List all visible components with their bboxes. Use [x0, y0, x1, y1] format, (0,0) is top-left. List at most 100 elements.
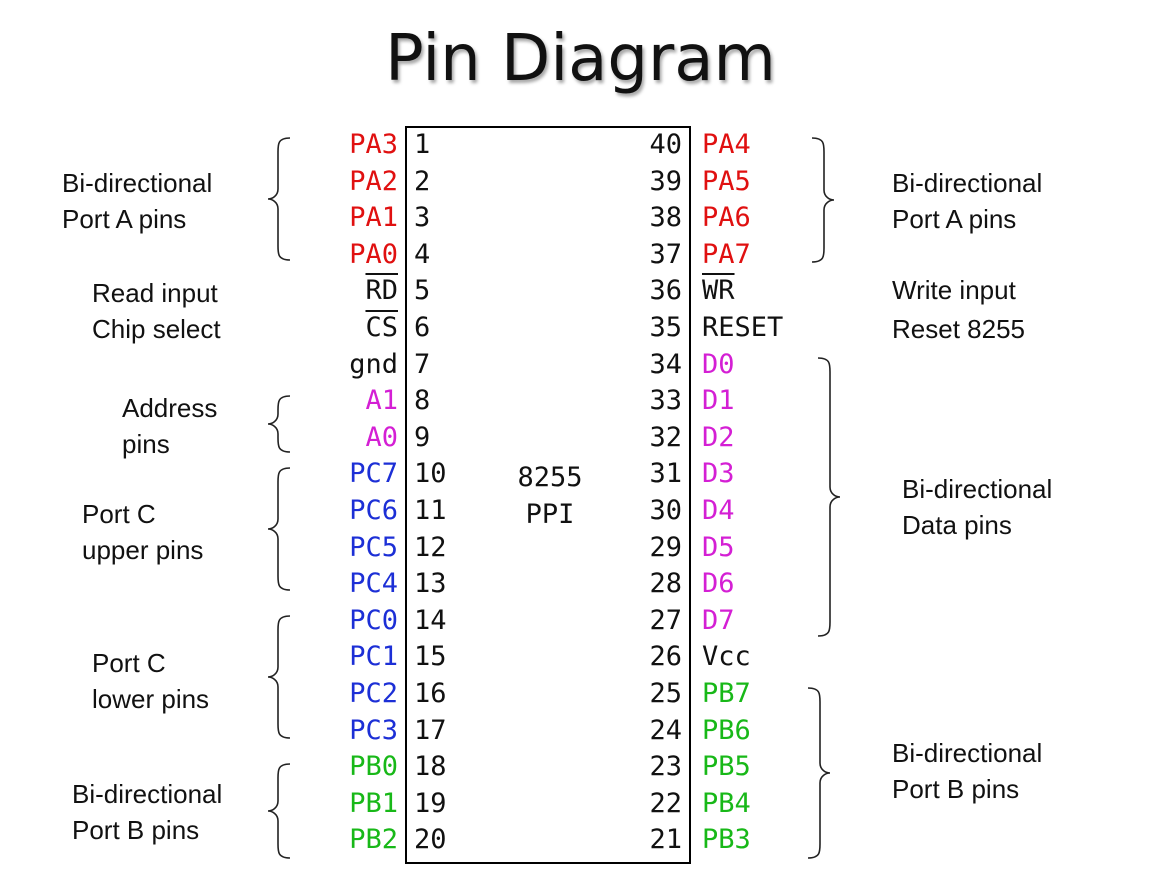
right-port-a-label-2: Port A pins [892, 204, 1017, 234]
right-port-b-label-2: Port B pins [892, 774, 1020, 804]
left-pin-num-pc3: 17 [414, 714, 447, 746]
right-pin-num-pb6: 24 [649, 714, 682, 746]
right-pin-num-pa4: 40 [649, 129, 682, 160]
right-pin-name-d0: D0 [702, 348, 735, 380]
left-pin-num-pb2: 20 [414, 824, 447, 856]
left-pin-num-a1: 8 [414, 385, 431, 417]
right-pin-num-d2: 32 [649, 421, 682, 453]
left-pin-name-pc4: PC4 [349, 568, 398, 600]
left-pin-num-a0: 9 [414, 421, 431, 453]
port-c-lower-label-2: lower pins [92, 684, 210, 714]
read-input-label: Read input [92, 278, 218, 308]
left-pin-name-pa1: PA1 [349, 202, 398, 234]
left-pin-name-pc0: PC0 [349, 604, 398, 636]
right-pin-num-d1: 33 [649, 385, 682, 417]
right-pin-name-d5: D5 [702, 531, 735, 563]
right-pin-name-d7: D7 [702, 604, 735, 636]
right-pin-name-d3: D3 [702, 458, 735, 490]
left-pin-name-pb0: PB0 [349, 751, 398, 783]
left-pin-name-a0: A0 [365, 421, 398, 453]
chip-body-8255 [405, 126, 691, 864]
address-label-1: Address [122, 393, 218, 423]
right-pin-num-vcc: 26 [649, 641, 682, 673]
right-pin-num-pb5: 23 [649, 751, 682, 783]
port-c-lower-brace [267, 615, 291, 739]
left-pin-name-pc2: PC2 [349, 678, 398, 709]
right-pin-name-pa4: PA4 [702, 129, 751, 160]
left-port-a-brace [267, 137, 291, 261]
left-pin-num-pa2: 2 [414, 165, 431, 197]
left-pin-num-pb1: 19 [414, 787, 447, 819]
right-pin-name-pa6: PA6 [702, 202, 751, 234]
left-pin-name-cs: CS [365, 312, 398, 343]
right-pin-num-pa6: 38 [649, 202, 682, 234]
right-pin-num-pa5: 39 [649, 165, 682, 197]
left-port-b-label-1: Bi-directional [72, 779, 223, 809]
left-pin-num-gnd: 7 [414, 348, 431, 380]
left-pin-name-pc1: PC1 [349, 641, 398, 673]
address-brace [267, 395, 291, 453]
left-port-b-brace [267, 763, 291, 859]
left-pin-name-pb1: PB1 [349, 787, 398, 819]
right-pin-name-d2: D2 [702, 421, 735, 453]
right-pin-num-d0: 34 [649, 348, 682, 380]
data-pins-label-2: Data pins [902, 510, 1012, 540]
right-port-b-brace [807, 687, 831, 859]
right-pin-name-d4: D4 [702, 495, 735, 526]
right-pin-num-pb7: 25 [649, 678, 682, 709]
left-pin-num-pc4: 13 [414, 568, 447, 600]
right-pin-num-pa7: 37 [649, 238, 682, 270]
right-pin-name-pb4: PB4 [702, 787, 751, 819]
chip-select-label: Chip select [92, 314, 221, 344]
port-c-upper-brace [267, 467, 291, 591]
left-pin-num-pc1: 15 [414, 641, 447, 673]
left-pin-name-a1: A1 [365, 385, 398, 417]
write-input-label: Write input [892, 275, 1016, 305]
page-title: Pin Diagram [385, 22, 776, 96]
data-pins-brace [817, 357, 841, 637]
left-pin-name-pc7: PC7 [349, 458, 398, 490]
address-label-2: pins [122, 429, 170, 459]
left-pin-num-pc6: 11 [414, 495, 447, 526]
left-pin-num-pc5: 12 [414, 531, 447, 563]
port-c-upper-label-1: Port C [82, 499, 156, 529]
right-port-b-label-1: Bi-directional [892, 738, 1043, 768]
right-pin-name-d1: D1 [702, 385, 735, 417]
left-pin-num-pa3: 1 [414, 129, 431, 160]
right-pin-name-pa5: PA5 [702, 165, 751, 197]
right-pin-num-pb3: 21 [649, 824, 682, 856]
left-pin-num-pb0: 18 [414, 751, 447, 783]
right-pin-num-d3: 31 [649, 458, 682, 490]
right-pin-name-pa7: PA7 [702, 238, 751, 270]
left-pin-name-pa3: PA3 [349, 129, 398, 160]
right-pin-name-vcc: Vcc [702, 641, 751, 673]
right-pin-name-pb5: PB5 [702, 751, 751, 783]
reset-label: Reset 8255 [892, 314, 1025, 344]
port-c-lower-label-1: Port C [92, 648, 166, 678]
data-pins-label-1: Bi-directional [902, 474, 1053, 504]
right-pin-num-d4: 30 [649, 495, 682, 526]
left-port-a-label-1: Bi-directional [62, 168, 213, 198]
left-pin-name-pa0: PA0 [349, 238, 398, 270]
left-pin-num-cs: 6 [414, 312, 431, 343]
left-port-a-label-2: Port A pins [62, 204, 187, 234]
left-pin-name-rd: RD [365, 275, 398, 307]
left-pin-name-pc3: PC3 [349, 714, 398, 746]
right-pin-num-d6: 28 [649, 568, 682, 600]
right-port-a-brace [811, 137, 835, 263]
chip-label-line-2: PPI [525, 499, 575, 530]
right-pin-num-d5: 29 [649, 531, 682, 563]
right-pin-name-wr: WR [702, 275, 735, 307]
left-pin-name-pc5: PC5 [349, 531, 398, 563]
left-pin-num-pc2: 16 [414, 678, 447, 709]
left-pin-name-pa2: PA2 [349, 165, 398, 197]
left-pin-num-pa0: 4 [414, 238, 431, 270]
right-pin-name-pb6: PB6 [702, 714, 751, 746]
left-pin-num-pc7: 10 [414, 458, 447, 490]
left-pin-num-pa1: 3 [414, 202, 431, 234]
left-pin-num-rd: 5 [414, 275, 431, 307]
left-pin-num-pc0: 14 [414, 604, 447, 636]
right-pin-name-pb7: PB7 [702, 678, 751, 709]
